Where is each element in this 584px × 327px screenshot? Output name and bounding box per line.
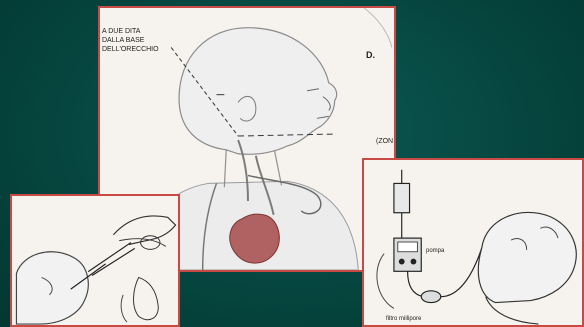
annotation-line-1: A DUE DITA bbox=[102, 28, 140, 36]
filter-label: filtro millipore bbox=[386, 315, 421, 323]
pump-label: pompa bbox=[426, 247, 444, 255]
annotation-line-2: DALLA BASE bbox=[102, 37, 144, 45]
panel-letter-d: D. bbox=[366, 51, 375, 59]
pump-setup-drawing bbox=[364, 160, 582, 325]
hand-procedure-drawing bbox=[12, 196, 178, 325]
equipment-panel-right: pompa filtro millipore bbox=[362, 158, 584, 327]
procedure-panel-left bbox=[10, 194, 180, 327]
zone-label: (ZON bbox=[376, 138, 393, 146]
annotation-line-3: DELL'ORECCHIO bbox=[102, 46, 159, 54]
